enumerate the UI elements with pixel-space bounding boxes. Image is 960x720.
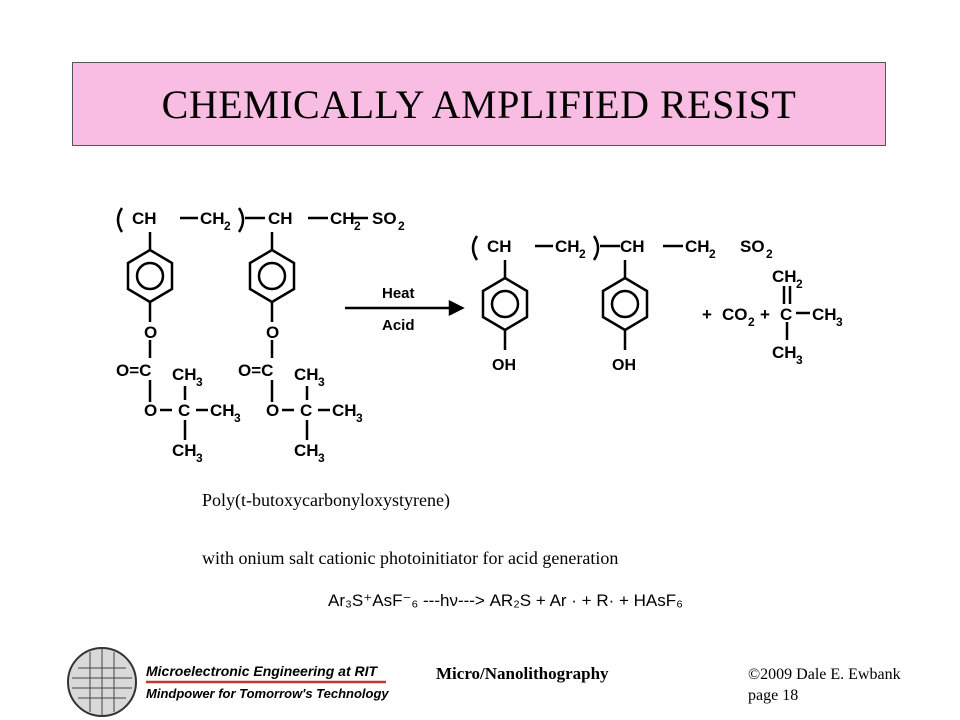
byproduct-ch3-right-sub: 3 bbox=[836, 315, 843, 329]
reactant-o-2: O bbox=[266, 323, 279, 342]
product-so2-sub: 2 bbox=[766, 247, 773, 261]
title-box: CHEMICALLY AMPLIFIED RESIST bbox=[72, 62, 886, 146]
reactant-ch3-d-sub: 3 bbox=[356, 411, 363, 425]
product-ch2-1: CH bbox=[555, 237, 580, 256]
product-ch2-1-sub: 2 bbox=[579, 247, 586, 261]
byproduct-ch3-bottom: CH bbox=[772, 343, 797, 362]
byproduct-co2: CO bbox=[722, 305, 748, 324]
byproduct-plus-2: + bbox=[760, 305, 770, 324]
reactant-ch3-a: CH bbox=[172, 365, 197, 384]
product-ch-2: CH bbox=[620, 237, 645, 256]
logo-line-1: Microelectronic Engineering at RIT bbox=[146, 663, 378, 679]
reactant-o-1: O bbox=[144, 323, 157, 342]
byproduct-ch2-sub: 2 bbox=[796, 277, 803, 291]
reactant-c-2: C bbox=[300, 401, 312, 420]
course-name: Micro/Nanolithography bbox=[436, 664, 609, 683]
credit-block: ©2009 Dale E. Ewbank page 18 bbox=[748, 664, 901, 706]
slide-title: CHEMICALLY AMPLIFIED RESIST bbox=[161, 81, 797, 127]
logo-line-2: Mindpower for Tomorrow's Technology bbox=[146, 686, 389, 701]
product-oh-2: OH bbox=[612, 357, 636, 374]
reactant-ch3-f-sub: 3 bbox=[318, 451, 325, 465]
reactant-ch3-f: CH bbox=[294, 441, 319, 460]
reactant-ch3-c-sub: 3 bbox=[234, 411, 241, 425]
byproduct-ch3-bottom-sub: 3 bbox=[796, 353, 803, 367]
byproduct-ch2: CH bbox=[772, 267, 797, 286]
product-so2: SO bbox=[740, 237, 765, 256]
reactant-ch2-2-sub: 2 bbox=[354, 219, 361, 233]
photoacid-equation: Ar₃S⁺AsF⁻₆ ---hν---> AR₂S + Ar · + R· + … bbox=[328, 591, 683, 610]
reaction-scheme: CH CH 2 CH CH 2 SO 2 O O O=C O=C CH 3 CH… bbox=[116, 207, 843, 465]
product-ch2-2-sub: 2 bbox=[709, 247, 716, 261]
reactant-ch3-e: CH bbox=[172, 441, 197, 460]
photoinitiator-caption: with onium salt cationic photoinitiator … bbox=[202, 548, 619, 568]
byproduct-ch3-right: CH bbox=[812, 305, 837, 324]
byproduct-plus-1: + bbox=[702, 305, 712, 324]
reactant-oc-2: O=C bbox=[238, 361, 273, 380]
reactant-ch3-e-sub: 3 bbox=[196, 451, 203, 465]
product-ch-1: CH bbox=[487, 237, 512, 256]
reactant-ch3-a-sub: 3 bbox=[196, 375, 203, 389]
reactant-ch2-1: CH bbox=[200, 209, 225, 228]
reactant-c-1: C bbox=[178, 401, 190, 420]
reactant-oc-1: O=C bbox=[116, 361, 151, 380]
reactant-so2: SO bbox=[372, 209, 397, 228]
reactant-ch2-2: CH bbox=[330, 209, 355, 228]
arrow-label-acid: Acid bbox=[382, 317, 415, 334]
rit-logo: Microelectronic Engineering at RIT Mindp… bbox=[67, 647, 389, 717]
byproduct-c: C bbox=[780, 305, 792, 324]
page-number: page 18 bbox=[748, 687, 799, 704]
equation-text: Ar₃S⁺AsF⁻₆ ---hν---> AR₂S + Ar · + R· + … bbox=[328, 591, 683, 610]
reactant-ch3-b: CH bbox=[294, 365, 319, 384]
polymer-name-caption: Poly(t-butoxycarbonyloxystyrene) bbox=[202, 490, 450, 510]
arrow-label-heat: Heat bbox=[382, 285, 415, 302]
reactant-so2-sub: 2 bbox=[398, 219, 405, 233]
reactant-ch3-d: CH bbox=[332, 401, 357, 420]
reactant-ch2-1-sub: 2 bbox=[224, 219, 231, 233]
reactant-ch3-b-sub: 3 bbox=[318, 375, 325, 389]
reactant-o-4: O bbox=[266, 401, 279, 420]
byproduct-co2-sub: 2 bbox=[748, 315, 755, 329]
product-ch2-2: CH bbox=[685, 237, 710, 256]
reactant-o-3: O bbox=[144, 401, 157, 420]
product-oh-1: OH bbox=[492, 357, 516, 374]
reactant-ch3-c: CH bbox=[210, 401, 235, 420]
copyright-text: ©2009 Dale E. Ewbank bbox=[748, 666, 901, 683]
reactant-ch-2: CH bbox=[268, 209, 293, 228]
reactant-ch-1: CH bbox=[132, 209, 157, 228]
